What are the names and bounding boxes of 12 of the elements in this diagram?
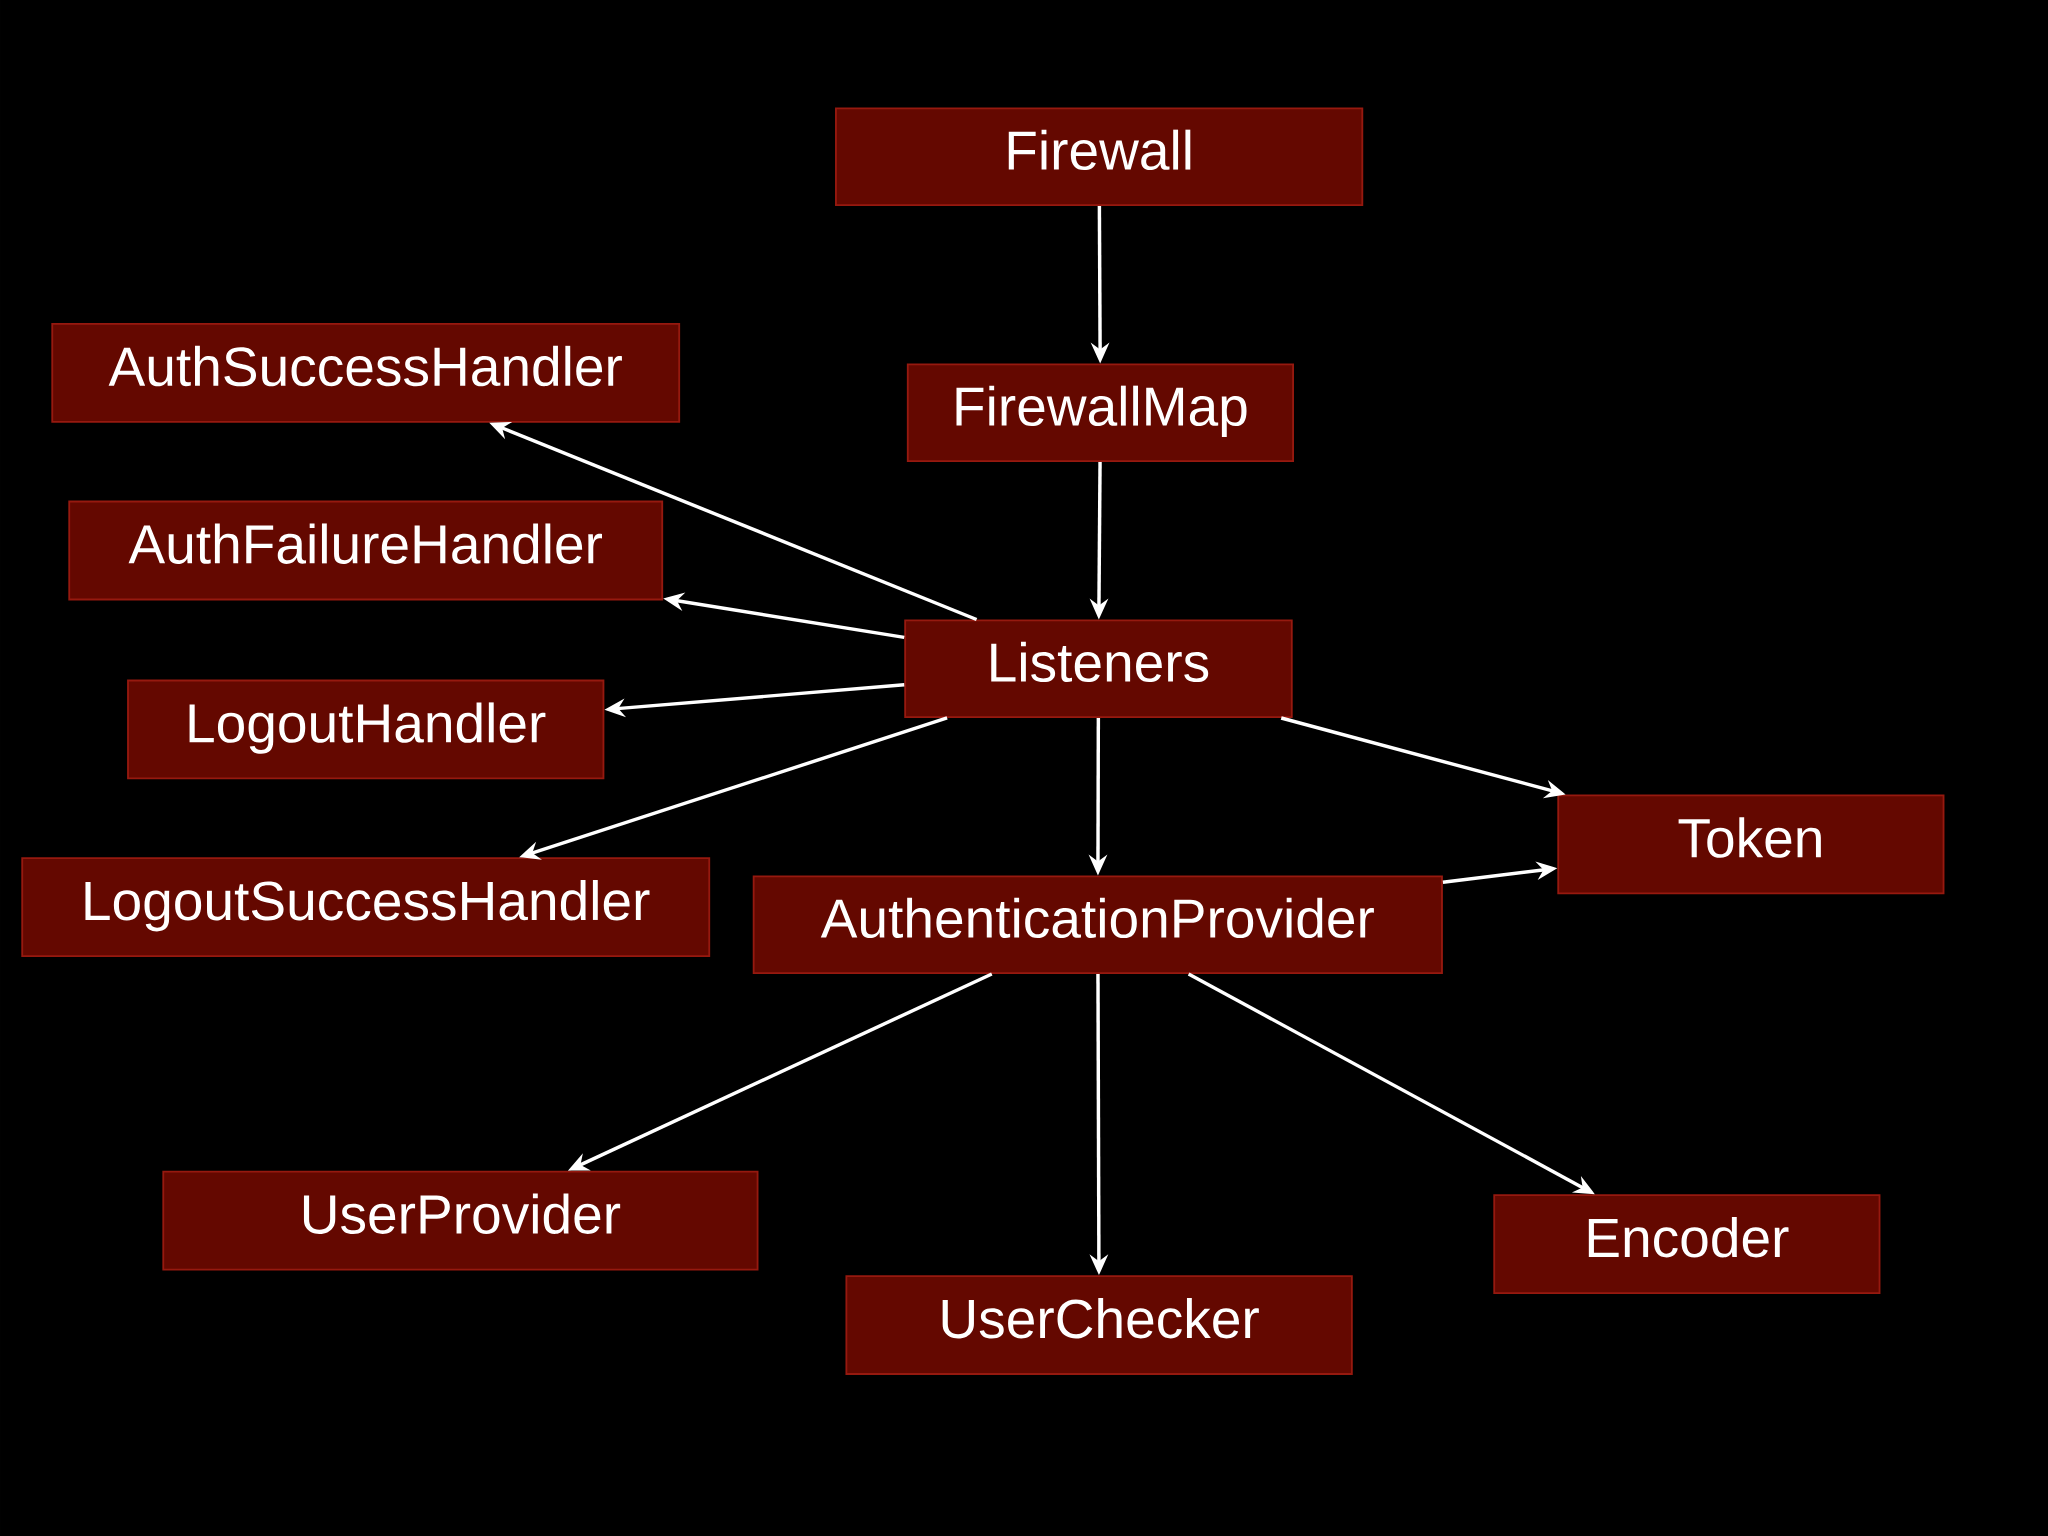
component-box: AuthSuccessHandler [51, 323, 681, 423]
component-box: UserChecker [845, 1275, 1353, 1375]
component-box: Encoder [1493, 1194, 1881, 1294]
component-box: LogoutSuccessHandler [21, 857, 711, 957]
component-box: FirewallMap [906, 363, 1294, 462]
component-box: AuthenticationProvider [752, 875, 1443, 974]
component-box: AuthFailureHandler [68, 500, 664, 601]
component-box: LogoutHandler [127, 679, 605, 780]
component-box: Listeners [904, 619, 1293, 718]
component-box: Token [1557, 794, 1945, 895]
component-box: Firewall [835, 107, 1364, 206]
component-box: UserProvider [162, 1170, 759, 1271]
